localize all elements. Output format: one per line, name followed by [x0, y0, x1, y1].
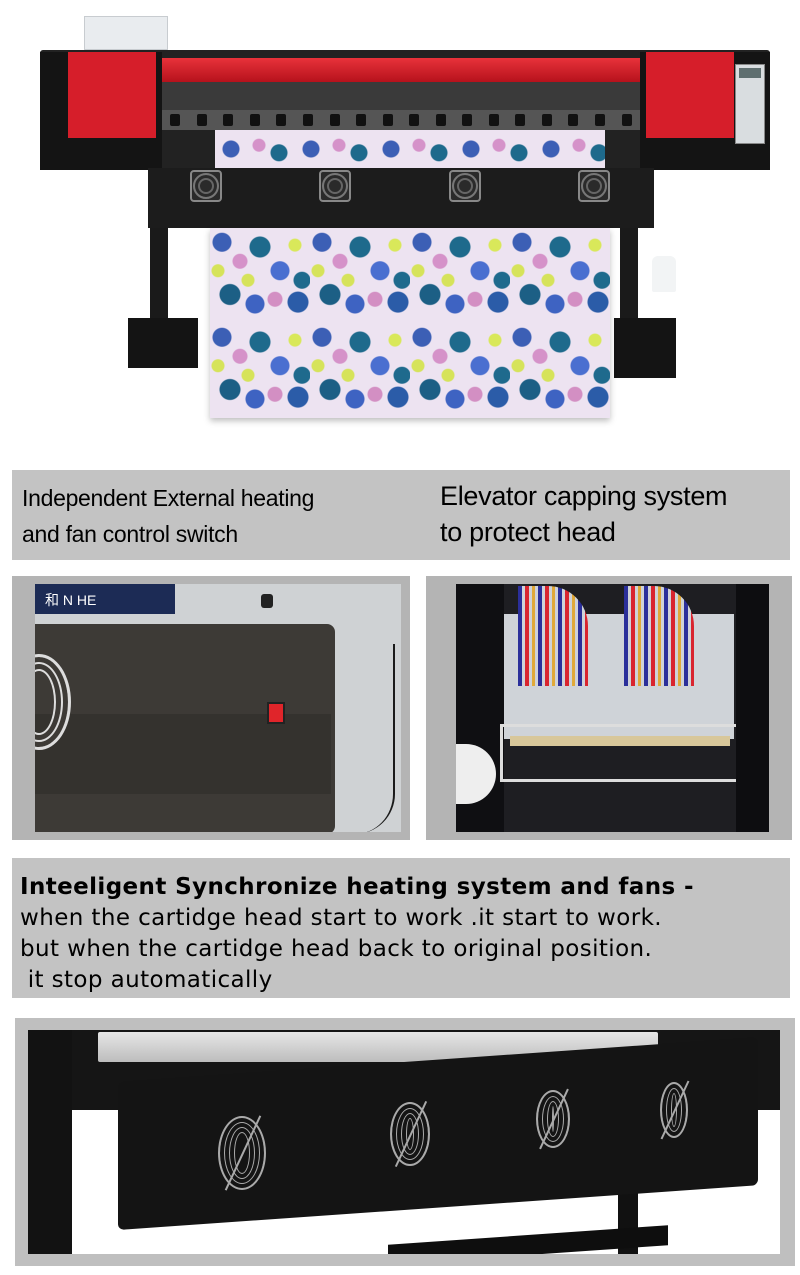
ink-tank: [84, 16, 168, 50]
printed-media-top: [215, 130, 605, 168]
heater-fans: [190, 170, 610, 204]
heater-fans-photo: [28, 1030, 780, 1254]
capping-station: [500, 724, 740, 782]
heater-box-lower: [35, 714, 331, 794]
caption-line: and fan control switch: [22, 521, 238, 547]
fan-icon: [577, 170, 610, 202]
capping-system-caption: Elevator capping system to protect head: [440, 478, 728, 550]
fan-icon: [660, 1082, 688, 1138]
caption-line: to protect head: [440, 517, 616, 547]
right-base: [614, 318, 676, 378]
right-red-cover: [646, 52, 734, 138]
left-red-cover: [68, 52, 156, 138]
printed-floral-media: [210, 228, 610, 418]
frame-right: [736, 584, 769, 832]
fan-icon: [319, 170, 352, 202]
heater-bar: [148, 168, 654, 228]
synchronize-line: when the cartidge head start to work .it…: [20, 905, 663, 931]
ink-tubes: [518, 586, 588, 686]
sign-text: 和 N HE: [35, 584, 175, 614]
fan-icon: [448, 170, 481, 202]
lcd-screen: [739, 68, 761, 78]
waste-ink-bottle: [652, 256, 676, 292]
knob: [261, 594, 273, 608]
synchronize-line: but when the cartidge head back to origi…: [20, 936, 653, 962]
capping-system-photo: [456, 584, 769, 832]
synchronize-caption: Inteeligent Synchronize heating system a…: [12, 858, 790, 998]
capping-rail: [510, 736, 730, 746]
fan-icon: [218, 1116, 266, 1190]
ink-tubes: [624, 586, 694, 686]
top-red-cover: [162, 58, 640, 82]
caption-line: Elevator capping system: [440, 481, 728, 511]
cable: [335, 644, 395, 832]
pinch-rollers: [162, 110, 640, 130]
caption-line: Independent External heating: [22, 485, 315, 511]
heating-switch-caption: Independent External heating and fan con…: [22, 480, 314, 552]
feature-caption-bar: Independent External heating and fan con…: [12, 470, 790, 560]
side-frame: [28, 1030, 72, 1254]
left-base: [128, 318, 198, 368]
fan-icon: [190, 170, 222, 202]
power-switch-icon: [267, 702, 285, 724]
fan-icon: [536, 1090, 570, 1148]
heater-switch-photo: 和 N HE: [35, 584, 401, 832]
fan-icon: [390, 1102, 430, 1166]
synchronize-line: it stop automatically: [20, 967, 273, 993]
hero-printer-image: [0, 0, 800, 440]
synchronize-title: Inteeligent Synchronize heating system a…: [20, 874, 694, 900]
carriage-rail: [162, 82, 640, 112]
